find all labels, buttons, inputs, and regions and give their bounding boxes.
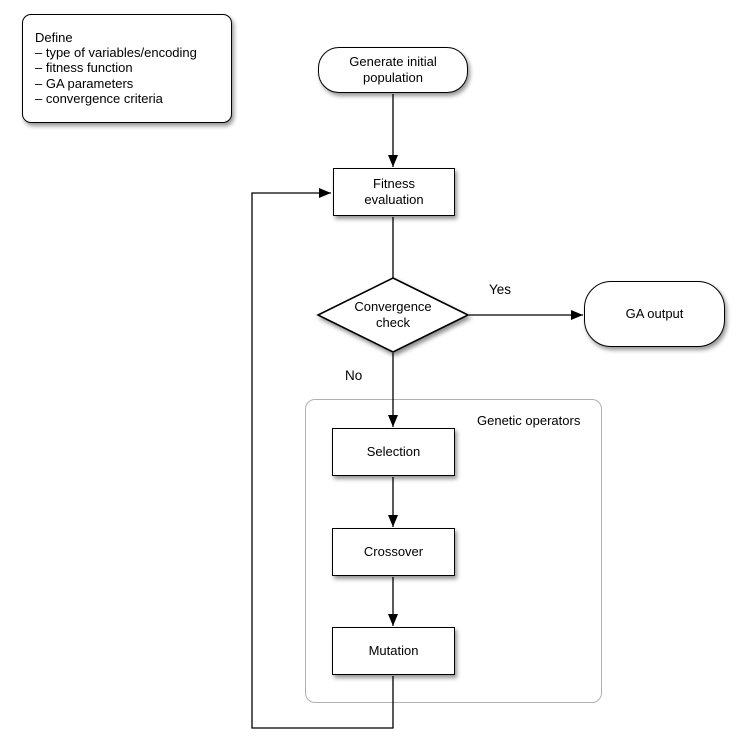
node-label-line: population [363, 70, 423, 85]
fitness-evaluation-node: Fitness evaluation [333, 168, 455, 216]
define-title: Define [35, 30, 73, 45]
crossover-node: Crossover [332, 528, 455, 576]
define-item: – type of variables/encoding [35, 45, 197, 61]
genetic-operators-label: Genetic operators [477, 413, 581, 428]
genetic-operators-group [305, 399, 602, 703]
generate-initial-population-node: Generate initial population [318, 47, 468, 93]
node-label-line: evaluation [364, 192, 424, 207]
node-label-line: Mutation [368, 643, 419, 658]
node-label-line: check [376, 315, 410, 330]
node-label-line: Generate initial [349, 54, 437, 69]
define-item: – GA parameters [35, 75, 134, 91]
node-label-line: Fitness [373, 176, 415, 191]
define-box: Define – type of variables/encoding – fi… [22, 14, 232, 123]
define-item: – convergence criteria [35, 90, 163, 106]
node-label-line: Selection [366, 444, 421, 459]
mutation-node: Mutation [332, 627, 455, 675]
convergence-diamond-shape [316, 277, 470, 353]
convergence-check-label: Convergence check [318, 278, 468, 352]
selection-node: Selection [332, 428, 455, 476]
node-label-line: Crossover [363, 544, 424, 559]
node-label-line: GA output [625, 306, 684, 321]
node-label-line: Convergence [354, 299, 432, 314]
edge-mutation-loop-to-fitness [251, 188, 394, 729]
ga-output-node: GA output [584, 281, 725, 347]
no-edge-label: No [345, 368, 363, 383]
define-item: – fitness function [35, 60, 133, 76]
yes-edge-label: Yes [489, 282, 512, 297]
